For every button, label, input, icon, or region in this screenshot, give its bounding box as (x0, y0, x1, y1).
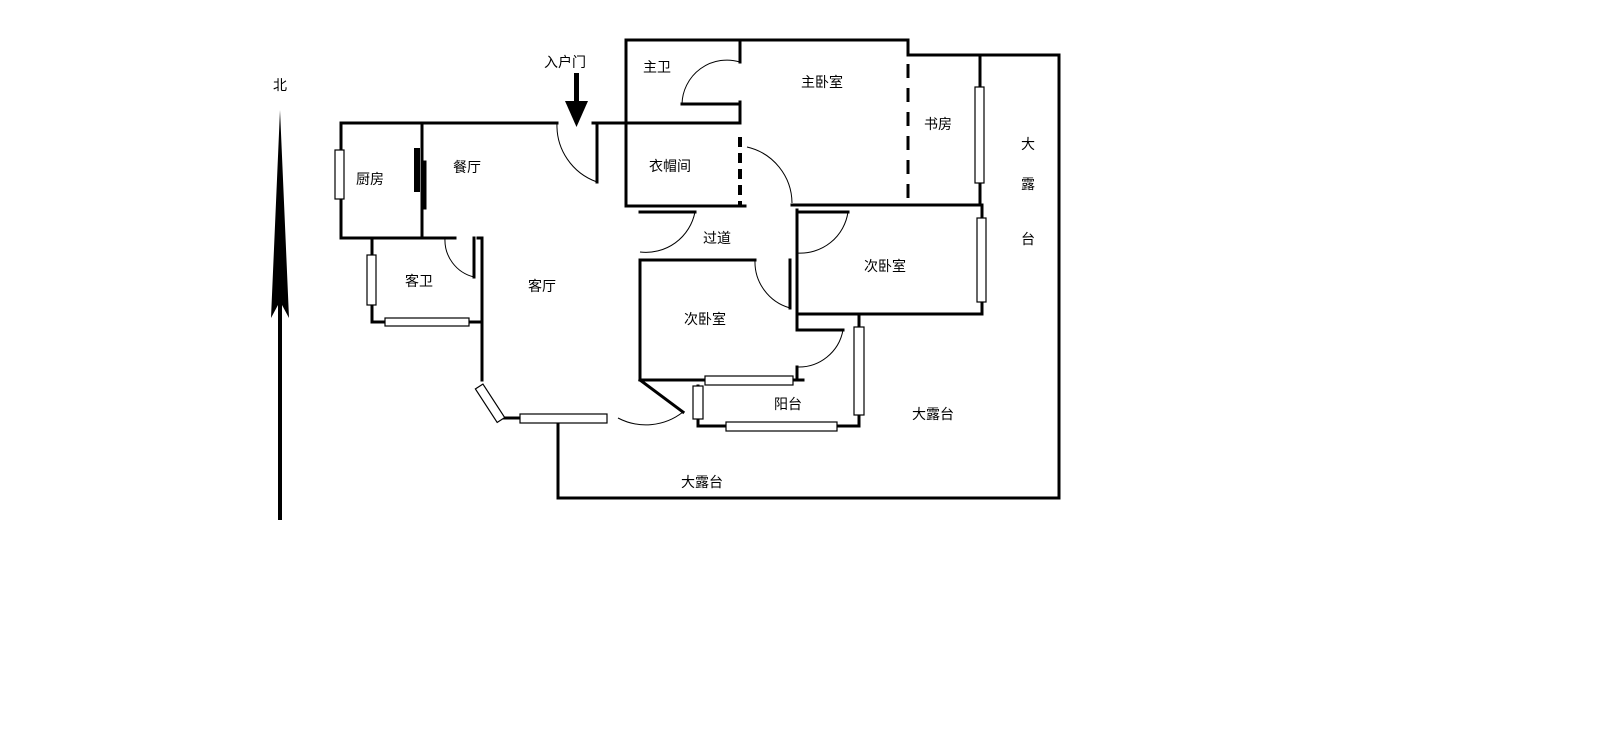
room-label-study: 书房 (924, 117, 952, 133)
room-label-dining: 餐厅 (453, 160, 481, 176)
room-label-master-bath: 主卫 (643, 60, 671, 76)
north-arrow-icon (271, 110, 289, 520)
windows (334, 86, 987, 432)
room-label-guest-bath: 客卫 (405, 273, 433, 290)
room-label-corridor: 过道 (703, 231, 731, 247)
entrance-arrow-icon (565, 73, 588, 127)
room-label-terrace-east: 台 (1021, 232, 1035, 248)
room-label-terrace-east: 露 (1021, 177, 1035, 193)
door-swings (444, 59, 849, 426)
room-label-terrace-east: 大 (1021, 137, 1035, 153)
walls (339, 38, 1061, 500)
room-label-living: 客厅 (528, 278, 556, 295)
room-label-bedroom-left: 次卧室 (684, 311, 726, 328)
entrance-label: 入户门 (544, 54, 586, 71)
room-label-terrace-south: 大露台 (912, 407, 954, 423)
room-label-kitchen: 厨房 (356, 172, 384, 188)
room-label-bedroom-right: 次卧室 (864, 258, 906, 275)
room-label-master-bedroom: 主卧室 (801, 74, 843, 91)
room-label-terrace-bottom: 大露台 (681, 475, 723, 491)
north-label: 北 (273, 78, 287, 94)
room-label-wardrobe: 衣帽间 (649, 159, 691, 175)
room-labels: 厨房 餐厅 客卫 客厅 主卫 衣帽间 主卧室 书房 过道 次卧室 次卧室 阳台 … (356, 60, 1035, 491)
room-label-balcony: 阳台 (774, 397, 802, 413)
